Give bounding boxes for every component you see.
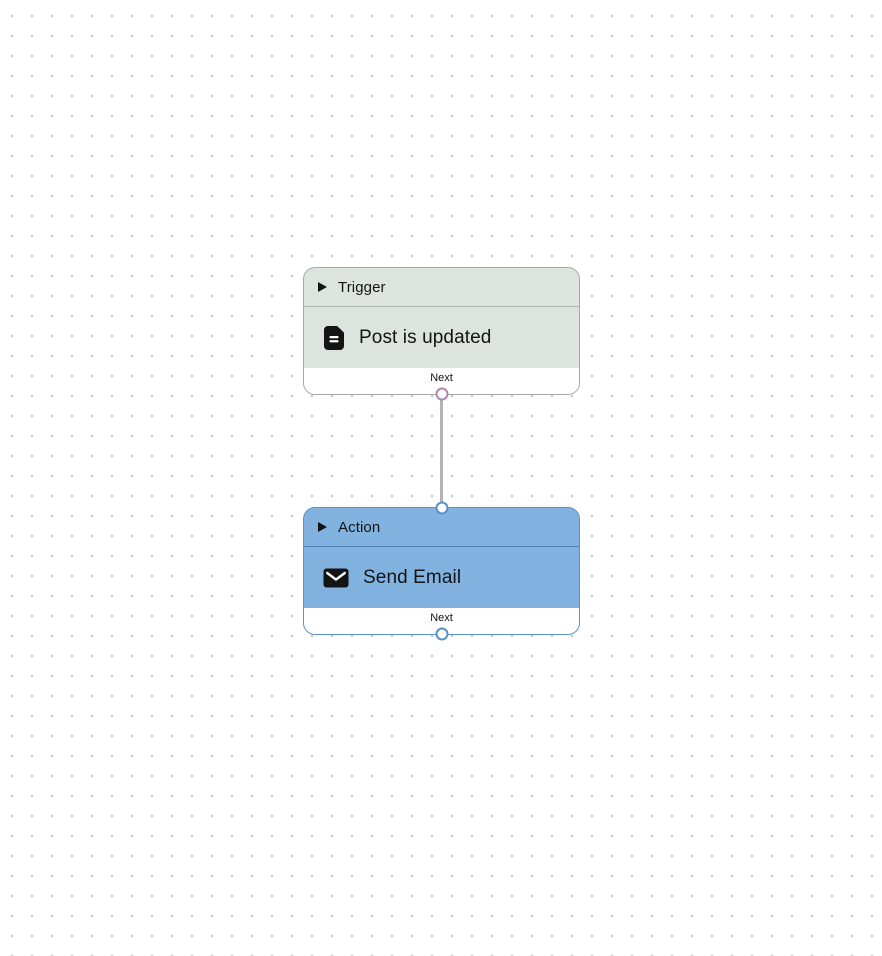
action-next-port[interactable] <box>435 627 448 641</box>
collapse-triangle-icon[interactable] <box>318 282 327 292</box>
action-header-divider <box>304 546 579 547</box>
email-icon <box>323 568 349 588</box>
trigger-next-label: Next <box>430 372 453 384</box>
trigger-node-header[interactable]: Trigger <box>304 268 579 306</box>
trigger-node-body[interactable]: Post is updated <box>304 307 579 368</box>
trigger-header-divider <box>304 306 579 307</box>
action-node-body[interactable]: Send Email <box>304 547 579 608</box>
action-node-title: Send Email <box>363 566 462 588</box>
action-node-header[interactable]: Action <box>304 508 579 546</box>
action-type-label: Action <box>338 518 381 536</box>
trigger-type-label: Trigger <box>338 278 386 296</box>
document-icon <box>323 325 345 351</box>
action-input-port[interactable] <box>435 501 448 515</box>
trigger-node-title: Post is updated <box>359 326 492 348</box>
collapse-triangle-icon[interactable] <box>318 522 327 532</box>
action-next-label: Next <box>430 612 453 624</box>
trigger-node[interactable]: Trigger Post is updated Next <box>303 267 580 401</box>
action-node[interactable]: Action Send Email Next <box>303 501 580 641</box>
trigger-next-port[interactable] <box>435 387 448 401</box>
connector-edge[interactable] <box>440 394 443 508</box>
